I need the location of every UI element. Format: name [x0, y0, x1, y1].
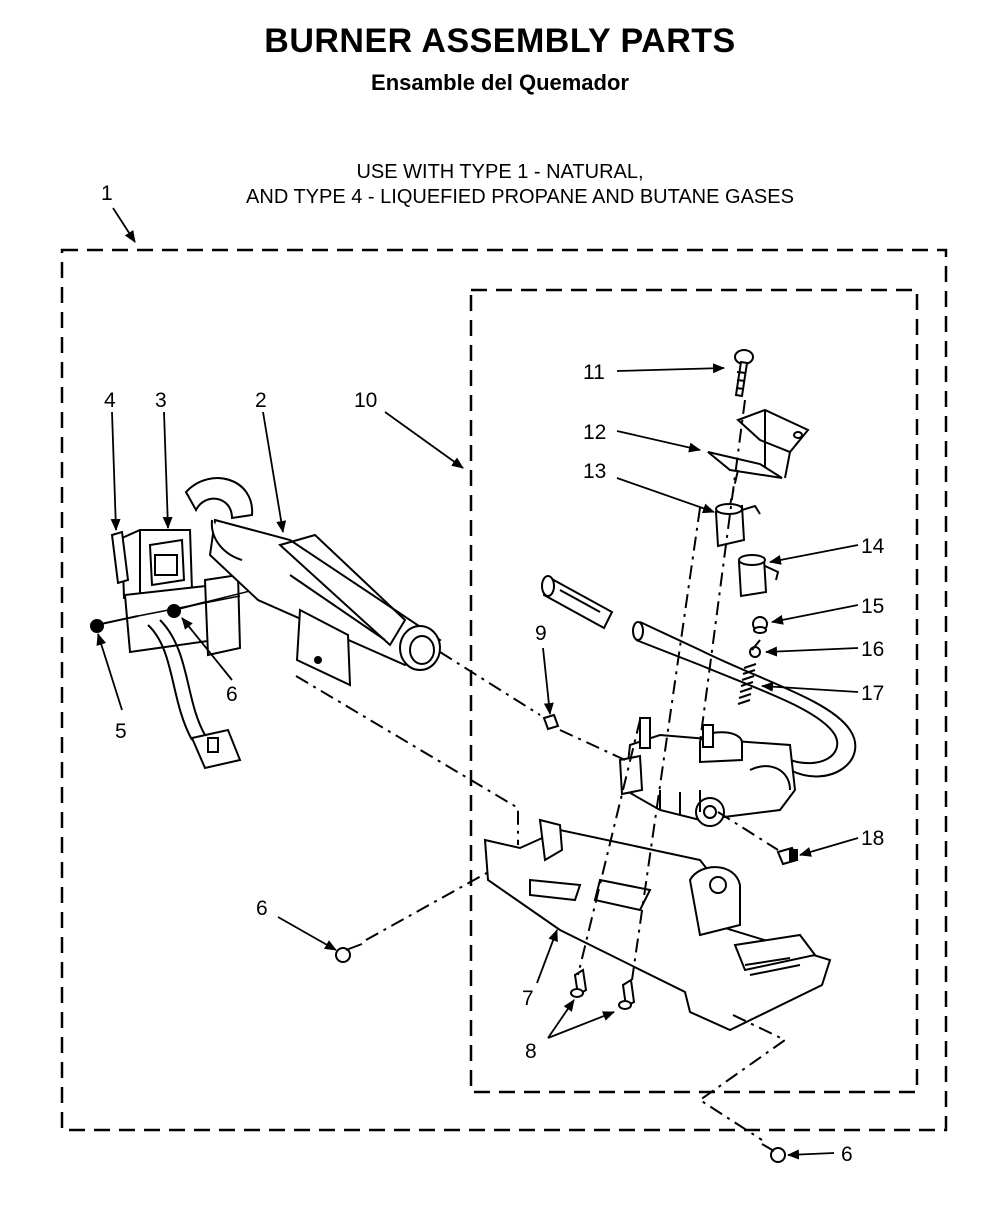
callout-2: 2	[255, 389, 267, 412]
gas-type-note-line2: AND TYPE 4 - LIQUEFIED PROPANE AND BUTAN…	[246, 186, 794, 208]
callout-1: 1	[101, 182, 113, 205]
callout-7: 7	[522, 987, 534, 1010]
callout-17: 17	[861, 682, 884, 705]
coil-part-13	[714, 503, 761, 548]
screw-part-8-b	[618, 978, 636, 1010]
coil-part-14	[737, 554, 780, 598]
burner-orifice-tube	[541, 575, 614, 630]
callout-15: 15	[861, 595, 884, 618]
burner-tube-part-2	[184, 477, 442, 687]
callout-6-mid: 6	[256, 897, 268, 920]
seal-part-15	[752, 616, 768, 634]
callout-13: 13	[583, 460, 606, 483]
coil-bracket-part-12	[707, 408, 810, 479]
screw-part-8-a	[570, 968, 588, 998]
screw-part-6-bottom	[761, 1143, 786, 1163]
callout-16: 16	[861, 638, 884, 661]
callout-3: 3	[155, 389, 167, 412]
screw-part-11	[734, 349, 754, 398]
valve-bracket-part-7	[483, 818, 832, 1032]
page-title: BURNER ASSEMBLY PARTS	[264, 22, 736, 60]
callout-10: 10	[354, 389, 377, 412]
plunger-part-16	[749, 646, 761, 658]
callout-12: 12	[583, 421, 606, 444]
callout-4: 4	[104, 389, 116, 412]
callout-8: 8	[525, 1040, 537, 1063]
page-subtitle: Ensamble del Quemador	[371, 70, 629, 95]
screw-part-6-mid	[335, 943, 363, 963]
plug-part-18	[776, 846, 799, 866]
igniter-bracket-part-3	[120, 529, 194, 602]
alignment-lines	[295, 399, 787, 1141]
callout-6-left: 6	[226, 683, 238, 706]
callout-18: 18	[861, 827, 884, 850]
gas-supply-pipe	[632, 621, 857, 778]
gas-type-note-line1: USE WITH TYPE 1 - NATURAL,	[356, 161, 644, 183]
igniter-wire-lead	[147, 619, 242, 770]
callout-11: 11	[583, 361, 605, 384]
callout-5: 5	[115, 720, 127, 743]
callout-14: 14	[861, 535, 885, 558]
screw-part-5	[90, 615, 139, 633]
assembly-1-boundary	[60, 248, 948, 1132]
gas-valve-body	[618, 717, 797, 827]
spring-part-17	[737, 663, 757, 705]
callout-9: 9	[535, 622, 547, 645]
callout-leaders	[96, 207, 859, 1160]
igniter-part-4	[110, 530, 130, 585]
nut-part-9	[542, 713, 560, 731]
callout-6-bottom: 6	[841, 1143, 853, 1166]
